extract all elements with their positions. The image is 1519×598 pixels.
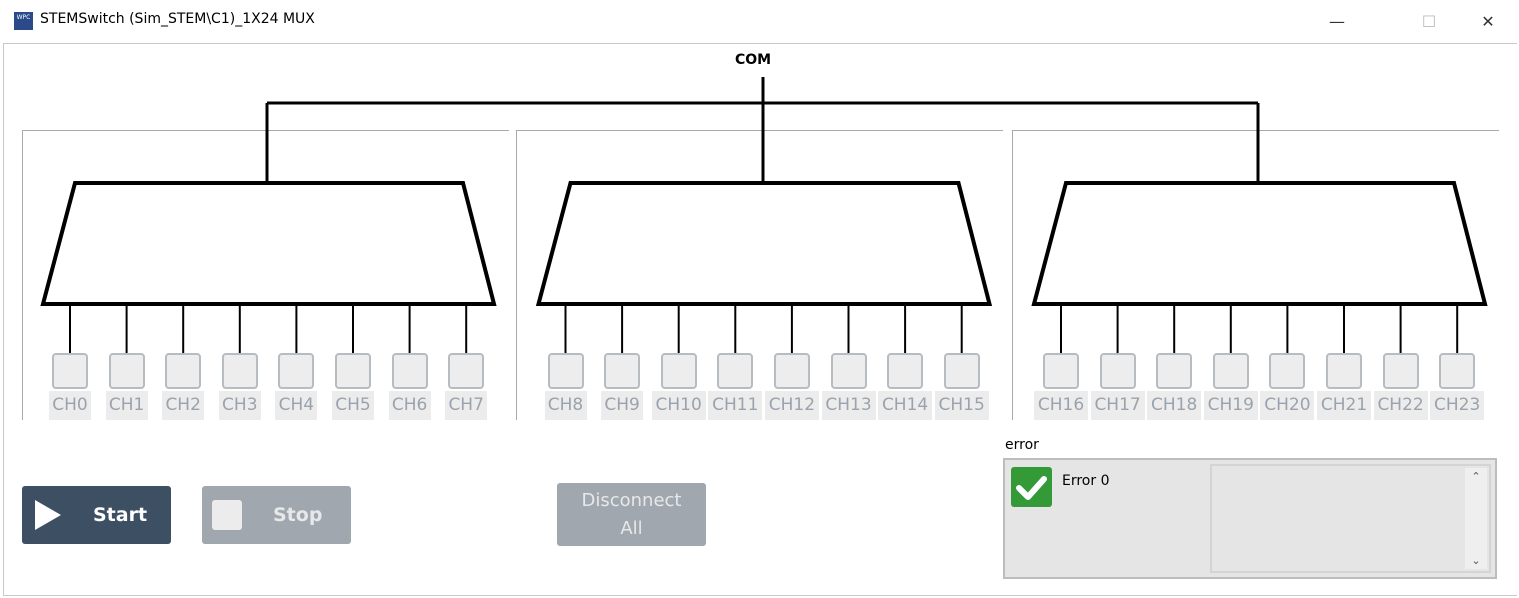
disconnect-all-button[interactable]: Disconnect All (557, 483, 706, 546)
channel-toggle-5[interactable] (335, 353, 371, 389)
channel-toggle-17[interactable] (1099, 353, 1136, 389)
channel-toggle-11[interactable] (717, 353, 754, 389)
mux-group-3 (1012, 130, 1499, 420)
channel-toggle-8[interactable] (547, 353, 584, 389)
channel-toggle-18[interactable] (1156, 353, 1193, 389)
start-label: Start (93, 504, 148, 526)
title-bar: WPC STEMSwitch (Sim_STEM\C1)_1X24 MUX — … (0, 0, 1519, 42)
disconnect-label-1: Disconnect (581, 489, 682, 511)
channel-label: CH6 (388, 391, 431, 420)
channel-label: CH14 (878, 391, 933, 420)
channel-toggle-10[interactable] (660, 353, 697, 389)
channel-label: CH19 (1203, 391, 1258, 420)
channel-label: CH15 (934, 391, 989, 420)
scroll-down-icon[interactable]: ⌄ (1471, 554, 1481, 567)
start-button[interactable]: Start (22, 486, 171, 544)
channel-toggle-12[interactable] (773, 353, 810, 389)
channel-toggle-1[interactable] (108, 353, 145, 389)
channel-toggle-21[interactable] (1326, 353, 1362, 389)
window-title: STEMSwitch (Sim_STEM\C1)_1X24 MUX (40, 11, 315, 27)
channel-label: CH13 (821, 391, 876, 420)
disconnect-label-2: All (620, 517, 643, 539)
channel-toggle-13[interactable] (830, 353, 867, 389)
error-cluster: Error 0 ⌃ ⌄ (1003, 458, 1497, 579)
app-logo-icon: WPC (14, 12, 33, 30)
scroll-up-icon[interactable]: ⌃ (1471, 470, 1481, 483)
channel-label: CH2 (162, 391, 205, 420)
channel-toggle-3[interactable] (221, 353, 258, 389)
channel-toggle-19[interactable] (1212, 353, 1249, 389)
scrollbar[interactable]: ⌃ ⌄ (1465, 468, 1487, 569)
channel-toggle-16[interactable] (1043, 353, 1079, 389)
channel-toggle-9[interactable] (604, 353, 641, 389)
channel-label: CH12 (764, 391, 819, 420)
stop-label: Stop (273, 504, 323, 526)
channel-toggle-22[interactable] (1382, 353, 1419, 389)
channel-label: CH17 (1090, 391, 1145, 420)
minimize-button[interactable]: — (1329, 11, 1345, 31)
com-label: COM (735, 52, 772, 68)
channel-label: CH23 (1430, 391, 1485, 420)
mux-trapezoid (1031, 181, 1488, 306)
channel-toggle-20[interactable] (1269, 353, 1306, 389)
error-cluster-label: error (1005, 437, 1039, 453)
channel-label: CH16 (1034, 391, 1088, 420)
channel-label: CH7 (445, 391, 488, 420)
channel-toggle-15[interactable] (943, 353, 980, 389)
channel-label: CH3 (218, 391, 261, 420)
mux-trapezoid (535, 181, 993, 306)
channel-label: CH10 (651, 391, 706, 420)
channel-toggle-23[interactable] (1439, 353, 1476, 389)
error-code: Error 0 (1062, 473, 1110, 489)
stop-button[interactable]: Stop (202, 486, 351, 544)
channel-label: CH9 (601, 391, 644, 420)
channel-label: CH8 (544, 391, 587, 420)
channel-label: CH11 (708, 391, 763, 420)
status-check-icon[interactable] (1011, 467, 1052, 507)
channel-toggle-6[interactable] (391, 353, 428, 389)
channel-label: CH1 (105, 391, 148, 420)
maximize-button[interactable]: ☐ (1421, 11, 1437, 31)
channel-label: CH18 (1147, 391, 1202, 420)
error-message-box[interactable]: ⌃ ⌄ (1210, 464, 1491, 573)
channel-toggle-0[interactable] (52, 353, 88, 389)
mux-group-2 (516, 130, 1003, 420)
channel-toggle-4[interactable] (278, 353, 315, 389)
channel-label: CH4 (275, 391, 318, 420)
channel-label: CH22 (1373, 391, 1428, 420)
play-icon (35, 500, 61, 530)
stop-icon (212, 500, 242, 530)
channel-toggle-7[interactable] (448, 353, 485, 389)
channel-toggle-2[interactable] (165, 353, 202, 389)
channel-label: CH20 (1260, 391, 1315, 420)
channel-label: CH5 (332, 391, 374, 420)
client-area (3, 43, 1517, 596)
channel-toggle-14[interactable] (887, 353, 924, 389)
channel-label: CH21 (1317, 391, 1371, 420)
mux-trapezoid (40, 181, 497, 306)
channel-label: CH0 (49, 391, 91, 420)
close-button[interactable]: ✕ (1481, 11, 1495, 31)
com-bus (265, 77, 1260, 183)
